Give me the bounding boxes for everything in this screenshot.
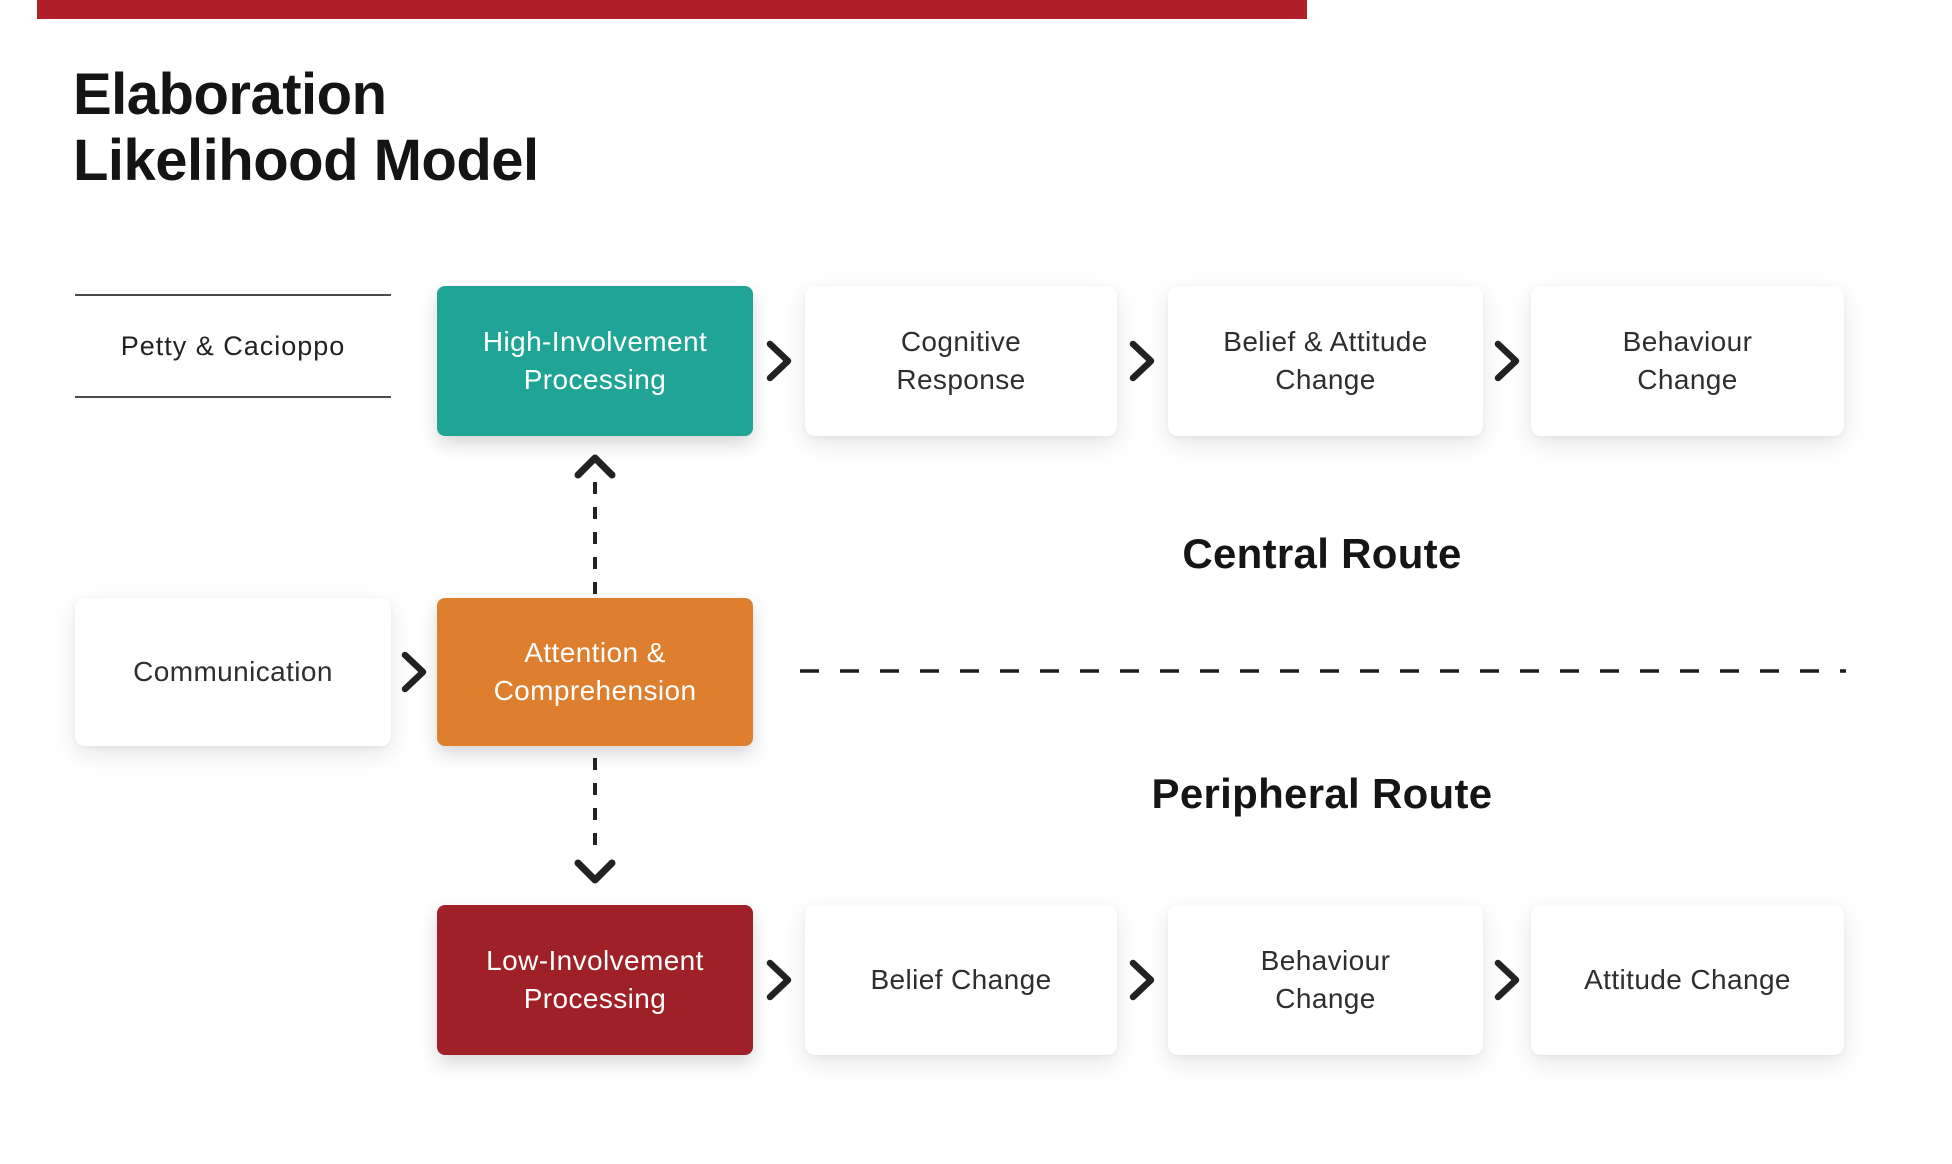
chevron-down-icon (574, 859, 616, 884)
node-label: Belief & Attitude Change (1223, 326, 1428, 395)
node-communication: Communication (75, 598, 391, 746)
chevron-right-icon (1494, 340, 1520, 382)
chevron-right-icon (766, 340, 792, 382)
dashed-arrow-up (574, 454, 616, 596)
node-cognitive-response: Cognitive Response (805, 286, 1117, 436)
node-behaviour-change-peripheral: Behaviour Change (1168, 905, 1483, 1055)
top-accent-bar (37, 0, 1307, 19)
peripheral-route-label: Peripheral Route (1151, 770, 1493, 817)
node-low-involvement-processing: Low-Involvement Processing (437, 905, 753, 1055)
attribution-text: Petty & Cacioppo (120, 330, 346, 361)
node-behaviour-change-central: Behaviour Change (1531, 286, 1844, 436)
node-high-involvement-processing: High-Involvement Processing (437, 286, 753, 436)
node-label: Behaviour Change (1622, 326, 1753, 395)
node-label: Attention & Comprehension (493, 637, 697, 706)
node-label: Low-Involvement Processing (486, 945, 704, 1014)
chevron-up-icon (574, 454, 616, 479)
node-label: Communication (133, 656, 333, 687)
chevron-right-icon (1494, 959, 1520, 1001)
node-attention-comprehension: Attention & Comprehension (437, 598, 753, 746)
attribution-block: Petty & Cacioppo (75, 294, 391, 398)
chevron-right-icon (1129, 340, 1155, 382)
node-attitude-change: Attitude Change (1531, 905, 1844, 1055)
node-label: High-Involvement Processing (482, 326, 708, 395)
node-label: Cognitive Response (896, 326, 1026, 395)
node-label: Belief Change (870, 964, 1052, 995)
page-title: Elaboration Likelihood Model (73, 62, 539, 193)
chevron-right-icon (401, 651, 427, 693)
node-label: Behaviour Change (1260, 945, 1391, 1014)
dashed-arrow-down (574, 758, 616, 884)
node-belief-change: Belief Change (805, 905, 1117, 1055)
chevron-right-icon (1129, 959, 1155, 1001)
node-belief-attitude-change: Belief & Attitude Change (1168, 286, 1483, 436)
node-label: Attitude Change (1584, 964, 1791, 995)
chevron-right-icon (766, 959, 792, 1001)
central-route-label: Central Route (1182, 530, 1462, 577)
